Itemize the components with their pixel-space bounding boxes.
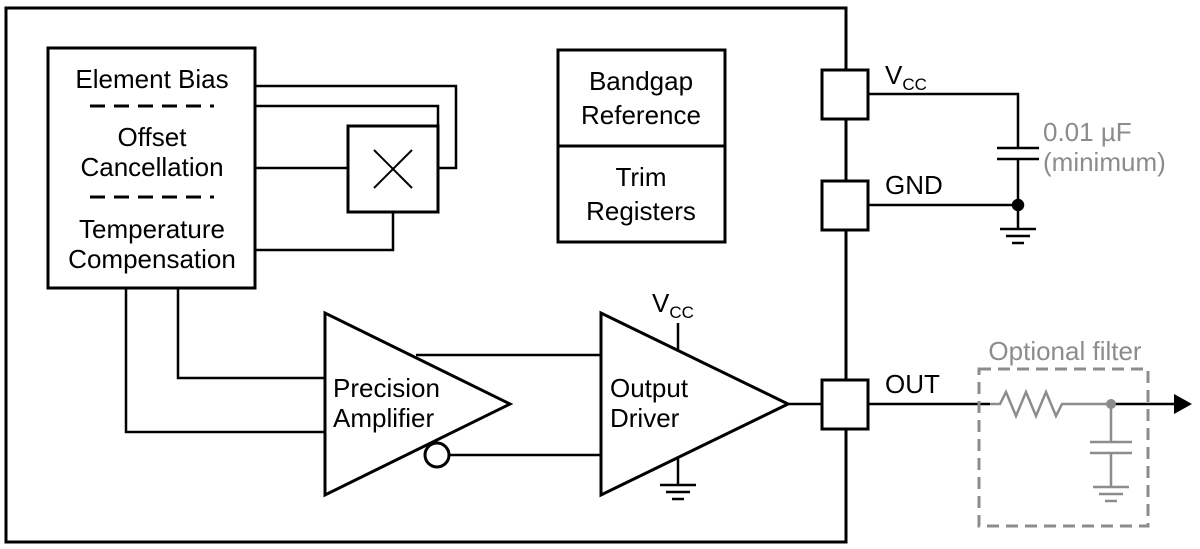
sensor-compensation-block: Element Bias Offset Cancellation Tempera… [46,46,257,290]
bias-wire-top [255,84,458,170]
supply-decoupling [868,92,1039,245]
driver-vcc-label: VCC [652,288,694,322]
output-arrow-icon [1174,394,1192,414]
hall-element [346,124,440,214]
trim-box [556,144,727,244]
capacitor-value-label: 0.01 µF [1043,117,1132,147]
temperature-label-line1: Temperature [79,214,225,244]
out-pin [820,378,870,431]
vcc-pin [820,68,870,121]
pins: VCC GND OUT [820,60,943,431]
device-outline [4,6,848,544]
element-bias-label: Element Bias [75,64,228,94]
amp-to-driver-wires [416,353,601,457]
hall-x-line-2 [373,149,413,189]
inverted-output-bubble [423,441,451,469]
amplifier-label-line1: Precision [333,373,440,403]
capacitor-note-label: (minimum) [1043,147,1166,177]
optional-filter-label: Optional filter [988,336,1142,366]
output-driver: Output Driver VCC [599,288,822,501]
trim-label-line1: Trim [615,162,666,192]
temperature-label-line2: Compensation [68,244,236,274]
filter-resistor-icon [990,388,1111,420]
vcc-wire [868,92,1020,147]
driver-triangle [599,310,792,498]
amp-input-wire-1 [176,288,325,380]
bandgap-label-line2: Reference [581,100,701,130]
optional-filter: Optional filter [977,336,1150,528]
precision-amplifier: Precision Amplifier [323,310,514,498]
offset-label-line2: Cancellation [80,152,223,182]
reference-block: Bandgap Reference Trim Registers [556,48,727,244]
output-line [868,394,1192,414]
amplifier-label-line2: Amplifier [333,403,434,433]
vcc-pin-label: VCC [885,60,927,94]
optional-filter-box [977,367,1150,528]
sensor-block-box [46,46,257,290]
gnd-pin-label: GND [885,170,943,200]
out-pin-label: OUT [885,369,940,399]
amp-input-wire-2 [124,288,325,434]
bias-wire-mid [255,104,440,126]
bandgap-label-line1: Bandgap [589,66,693,96]
offset-label-line1: Offset [118,122,188,152]
driver-label-line1: Output [610,373,689,403]
filter-capacitor-icon [1090,404,1132,486]
driver-label-line2: Driver [610,403,680,433]
filter-ground-icon [1093,485,1129,503]
gnd-pin [820,179,870,232]
trim-label-line2: Registers [586,196,696,226]
temp-wire [255,212,395,252]
driver-ground-icon [660,483,696,501]
bandgap-box [556,48,727,148]
sensor-wires [124,84,458,434]
gnd-junction-dot [1011,198,1025,212]
amplifier-triangle [323,310,514,498]
